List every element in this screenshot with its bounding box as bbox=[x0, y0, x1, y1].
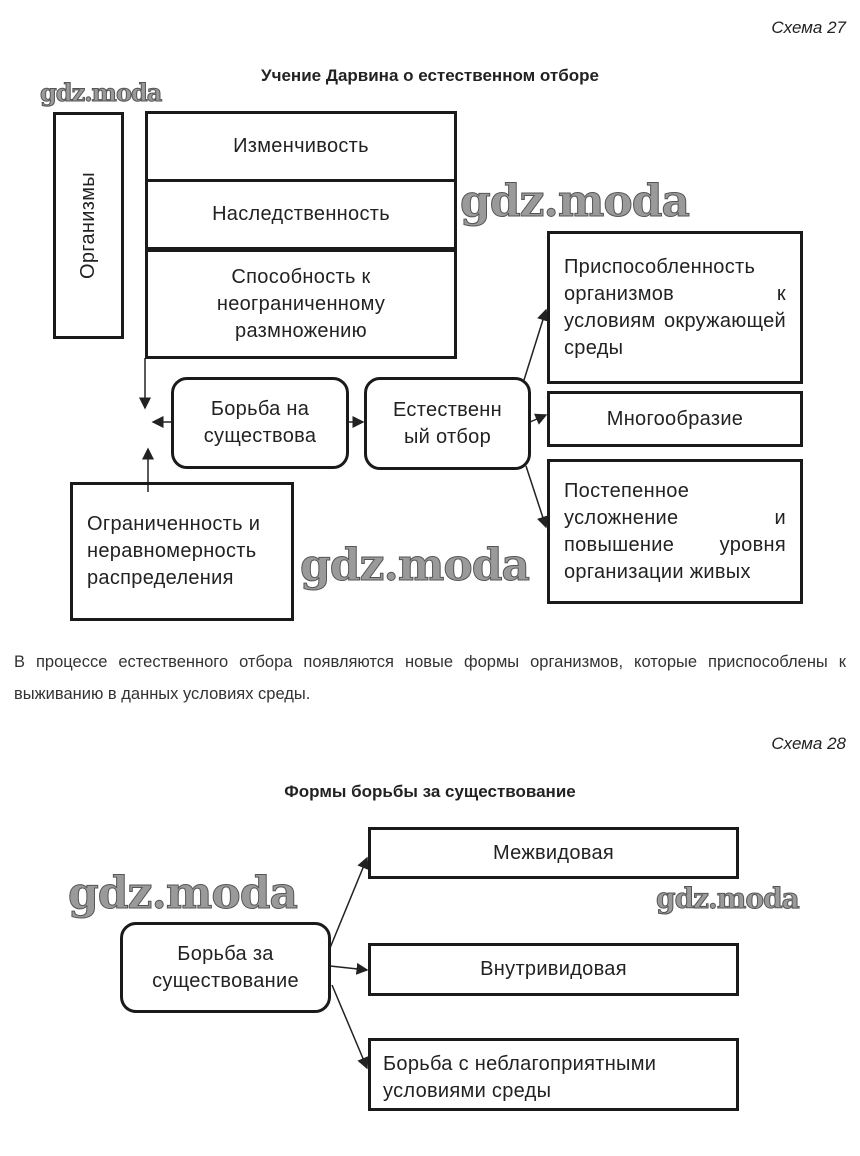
selection-box: Естественн ый отбор bbox=[364, 377, 531, 470]
struggle-forms-source-box: Борьба за существование bbox=[120, 922, 331, 1013]
reproduction-box: Способность к неограниченному размножени… bbox=[145, 249, 457, 359]
struggle-box: Борьба на существова bbox=[171, 377, 349, 469]
reproduction-label: Способность к неограниченному размножени… bbox=[216, 265, 386, 342]
organisms-box: Организмы bbox=[53, 112, 124, 339]
limitation-box: Ограниченность и неравномерность распред… bbox=[70, 482, 294, 621]
arrow-to-complexity bbox=[525, 465, 549, 529]
adaptation-box: Приспособленность организмов к условиям … bbox=[547, 231, 803, 384]
schema-27-label: Схема 27 bbox=[771, 18, 846, 37]
arrow-to-environment bbox=[331, 984, 369, 1070]
watermark: gdz.moda bbox=[67, 868, 298, 920]
heredity-box: Наследственность bbox=[145, 179, 457, 250]
interspecies-box: Межвидовая bbox=[368, 827, 739, 879]
schema-27-title: Учение Дарвина о естественном отборе bbox=[261, 66, 599, 85]
arrow-to-interspecies bbox=[329, 856, 369, 949]
complexity-box: Постепенное усложнение и повышение уровн… bbox=[547, 459, 803, 604]
watermark: gdz.moda bbox=[459, 176, 690, 228]
explanation-paragraph: В процессе естественного отбора появляют… bbox=[14, 653, 846, 703]
organisms-label: Организмы bbox=[77, 172, 99, 279]
arrow-to-intraspecies bbox=[329, 962, 369, 975]
intraspecies-box: Внутривидовая bbox=[368, 943, 739, 996]
selection-label: Естественн ый отбор bbox=[393, 398, 502, 448]
diversity-label: Многообразие bbox=[606, 407, 744, 430]
intraspecies-label: Внутривидовая bbox=[480, 958, 627, 980]
arrow-to-adaptation bbox=[523, 308, 549, 381]
schema-28-label: Схема 28 bbox=[771, 734, 846, 753]
diversity-box: Многообразие bbox=[547, 391, 803, 447]
variability-label: Изменчивость bbox=[233, 135, 369, 157]
heredity-label: Наследственность bbox=[212, 203, 390, 225]
adaptation-label: Приспособленность организмов к условиям … bbox=[564, 255, 786, 359]
complexity-label: Постепенное усложнение и повышение уровн… bbox=[564, 479, 786, 583]
variability-box: Изменчивость bbox=[145, 111, 457, 182]
source-label: Борьба за существование bbox=[152, 942, 299, 992]
watermark: gdz.moda bbox=[656, 882, 801, 916]
watermark: gdz.moda bbox=[39, 78, 162, 108]
schema-28-title: Формы борьбы за существование bbox=[284, 782, 576, 801]
environment-box: Борьба с неблагоприятными условиями сред… bbox=[368, 1038, 739, 1111]
arrow-to-diversity bbox=[529, 413, 548, 425]
interspecies-label: Межвидовая bbox=[492, 841, 615, 864]
struggle-label: Борьба на существова bbox=[203, 398, 317, 447]
watermark: gdz.moda bbox=[299, 540, 530, 592]
environment-label: Борьба с неблагоприятными условиями сред… bbox=[383, 1053, 657, 1102]
limitation-label: Ограниченность и неравномерность распред… bbox=[87, 513, 261, 589]
